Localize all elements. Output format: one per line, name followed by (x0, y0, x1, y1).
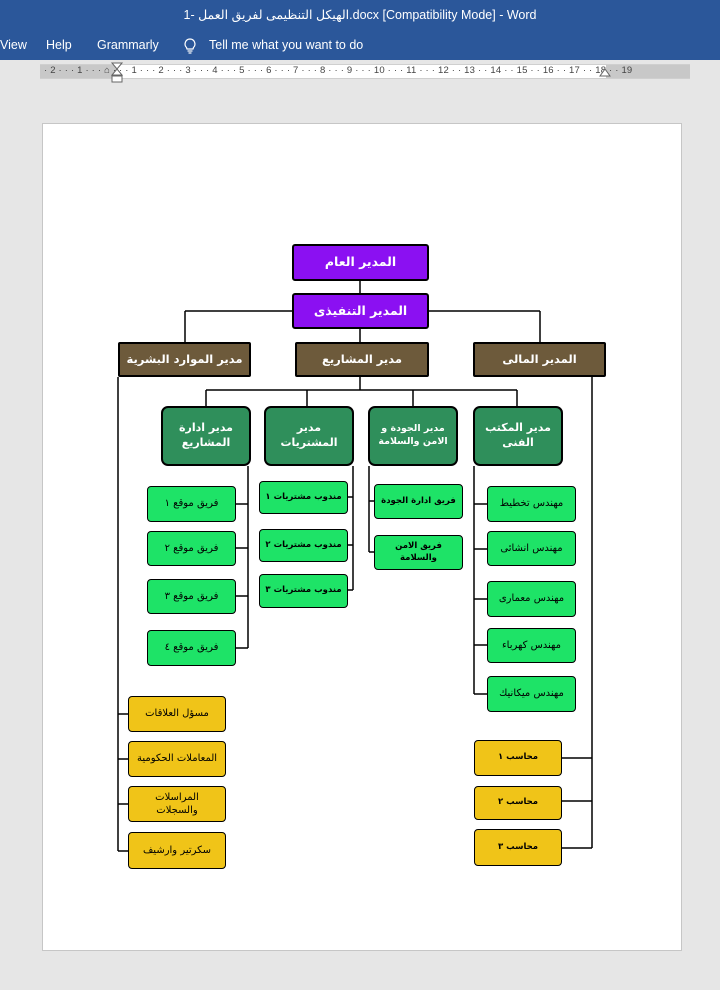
site-team-box[interactable]: فريق موقع ٤ (147, 630, 236, 666)
projects-manager-box[interactable]: مدير المشاريع (295, 342, 429, 377)
engineer-label: مهندس معمارى (498, 593, 565, 605)
executive-manager-label: المدير التنفيذى (313, 302, 408, 318)
accountant-box[interactable]: محاسب ٢ (474, 786, 562, 820)
hr-staff-box[interactable]: المراسلات والسجلات (128, 786, 226, 822)
hr-staff-label: المراسلات والسجلات (155, 791, 199, 817)
procurement-rep-label: مندوب مشتريات ١ (265, 491, 342, 502)
window-title-bar: الهيكل التنظيمى لفريق العمل -1.docx [Com… (0, 0, 720, 30)
quality-team-box[interactable]: فريق ادارة الجودة (374, 484, 463, 519)
quality-safety-manager-box[interactable]: مدير الجودة و الامن والسلامة (368, 406, 458, 466)
accountant-label: محاسب ٢ (497, 797, 539, 808)
technical-office-manager-box[interactable]: مدير المكتب الفنى (473, 406, 563, 466)
engineer-label: مهندس ميكانيك (499, 688, 564, 700)
safety-team-box[interactable]: فريق الامن والسلامة (374, 535, 463, 570)
project-admin-manager-label: مدير ادارة المشاريع (179, 421, 233, 449)
quality-safety-manager-label: مدير الجودة و الامن والسلامة (378, 423, 448, 447)
accountant-label: محاسب ٣ (497, 841, 539, 852)
org-chart-connectors (117, 281, 593, 852)
general-manager-label: المدير العام (324, 254, 397, 270)
menu-help[interactable]: Help (46, 38, 72, 52)
ruler-band (40, 64, 690, 79)
site-team-box[interactable]: فريق موقع ٣ (147, 579, 236, 614)
hr-staff-label: مسؤل العلاقات (145, 708, 209, 720)
ruler-numbers: · 2 · · · 1 · · · ⌂ · · · 1 · · · 2 · · … (44, 65, 633, 76)
procurement-rep-box[interactable]: مندوب مشتريات ٢ (259, 529, 348, 562)
site-team-label: فريق موقع ٤ (164, 642, 219, 654)
engineer-label: مهندس انشائى (500, 542, 563, 554)
accountant-label: محاسب ١ (497, 752, 539, 763)
executive-manager-box[interactable]: المدير التنفيذى (292, 293, 429, 329)
menu-grammarly[interactable]: Grammarly (97, 38, 159, 52)
hr-staff-box[interactable]: المعاملات الحكومية (128, 741, 226, 777)
hr-staff-label: سكرتير وارشيف (142, 844, 212, 856)
ribbon-menu-bar: View Help Grammarly Tell me what you wan… (0, 30, 720, 60)
lightbulb-icon[interactable] (183, 38, 197, 54)
menu-view[interactable]: View (0, 38, 27, 52)
ruler-margin-right (606, 64, 690, 79)
safety-team-label: فريق الامن والسلامة (395, 541, 442, 563)
site-team-label: فريق موقع ١ (164, 498, 219, 510)
tell-me-search[interactable]: Tell me what you want to do (209, 38, 364, 52)
engineer-box[interactable]: مهندس تخطيط (487, 486, 576, 522)
finance-manager-box[interactable]: المدير المالى (473, 342, 606, 377)
procurement-manager-label: مدير المشتريات (280, 421, 338, 449)
procurement-manager-box[interactable]: مدير المشتريات (264, 406, 354, 466)
indent-marker-icon[interactable] (111, 62, 123, 84)
hr-manager-box[interactable]: مدير الموارد البشرية (118, 342, 251, 377)
horizontal-ruler[interactable]: · 2 · · · 1 · · · ⌂ · · · 1 · · · 2 · · … (0, 60, 720, 84)
document-page[interactable]: المدير العام المدير التنفيذى مدير الموار… (42, 123, 682, 951)
engineer-box[interactable]: مهندس انشائى (487, 531, 576, 566)
technical-office-manager-label: مدير المكتب الفنى (485, 421, 551, 449)
engineer-box[interactable]: مهندس ميكانيك (487, 676, 576, 712)
site-team-label: فريق موقع ٢ (164, 542, 219, 554)
hr-staff-box[interactable]: مسؤل العلاقات (128, 696, 226, 732)
engineer-label: مهندس كهرباء (501, 639, 562, 651)
hr-staff-label: المعاملات الحكومية (136, 753, 218, 765)
hr-manager-label: مدير الموارد البشرية (126, 351, 243, 366)
hr-staff-box[interactable]: سكرتير وارشيف (128, 832, 226, 869)
finance-manager-label: المدير المالى (502, 351, 577, 366)
procurement-rep-box[interactable]: مندوب مشتريات ٣ (259, 574, 348, 608)
procurement-rep-box[interactable]: مندوب مشتريات ١ (259, 481, 348, 514)
site-team-label: فريق موقع ٣ (164, 590, 219, 602)
projects-manager-label: مدير المشاريع (321, 351, 403, 366)
window-title: الهيكل التنظيمى لفريق العمل -1.docx [Com… (183, 8, 537, 22)
general-manager-box[interactable]: المدير العام (292, 244, 429, 281)
right-indent-marker-icon[interactable] (599, 67, 611, 77)
engineer-box[interactable]: مهندس معمارى (487, 581, 576, 617)
ruler-margin-left (40, 64, 116, 79)
engineer-label: مهندس تخطيط (499, 498, 564, 510)
site-team-box[interactable]: فريق موقع ١ (147, 486, 236, 522)
procurement-rep-label: مندوب مشتريات ٣ (265, 585, 342, 596)
project-admin-manager-box[interactable]: مدير ادارة المشاريع (161, 406, 251, 466)
accountant-box[interactable]: محاسب ٣ (474, 829, 562, 866)
quality-team-label: فريق ادارة الجودة (381, 495, 456, 506)
accountant-box[interactable]: محاسب ١ (474, 740, 562, 776)
procurement-rep-label: مندوب مشتريات ٢ (265, 539, 342, 550)
engineer-box[interactable]: مهندس كهرباء (487, 628, 576, 663)
site-team-box[interactable]: فريق موقع ٢ (147, 531, 236, 566)
